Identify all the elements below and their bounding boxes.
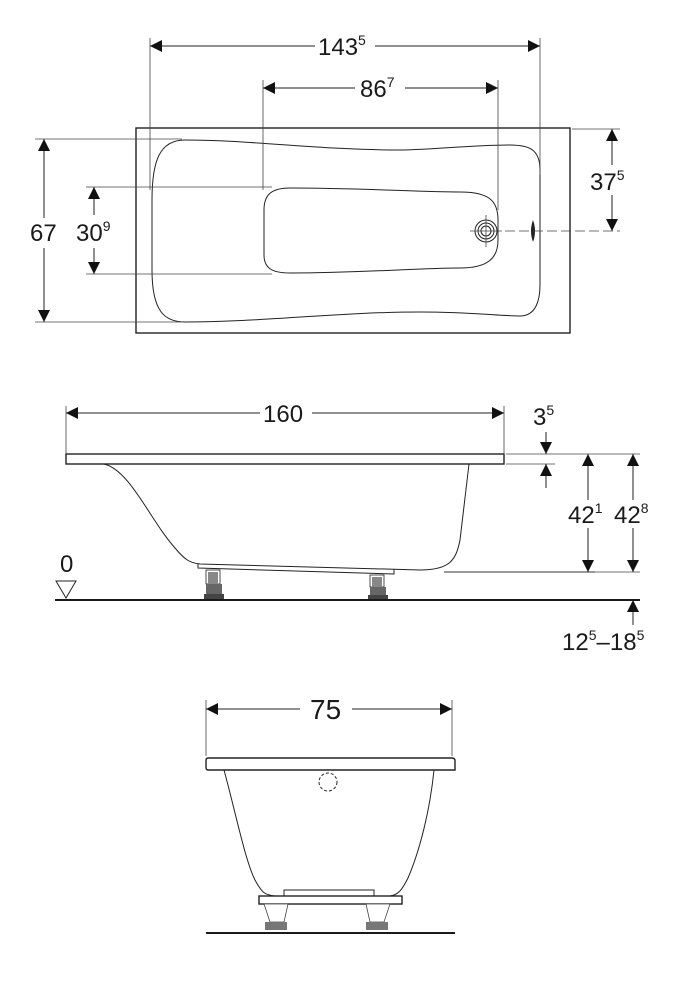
end-foot-right [365,903,391,930]
dim-drain-offset: 375 [590,167,625,196]
end-view: 75 [205,694,456,934]
floor-level-triangle-icon [55,580,77,599]
tub-basin-outline [151,139,541,323]
dim-overall-width: 67 [30,220,57,247]
tub-bottom-outline [263,187,499,274]
dim-bottom-length: 867 [360,74,395,103]
side-rim [65,453,505,465]
dim-inner-depth: 421 [568,500,603,529]
dim-overall-length: 160 [263,401,303,428]
end-foot-left [263,903,289,930]
dim-bottom-width: 309 [76,218,111,247]
support-foot-right [368,574,388,599]
drain-icon [470,215,502,247]
overflow-dashed-icon [318,772,338,792]
floor-level-label: 0 [60,551,73,578]
dim-rim-thickness: 35 [533,402,554,431]
end-frame [258,895,403,905]
dim-outer-height: 428 [614,500,649,529]
dim-end-width: 75 [310,694,341,725]
side-view: 0 160 35 421 428 125–185 [55,401,649,656]
end-rim [205,757,456,771]
side-body-outline [103,463,470,571]
dim-feet-adjustment: 125–185 [562,627,645,656]
support-foot-left [204,569,224,599]
end-body-outline [223,769,435,897]
tub-rim-outline [135,127,571,334]
top-view: 1435 867 67 309 375 [30,32,625,334]
dim-overall-inner-length: 1435 [318,32,366,61]
